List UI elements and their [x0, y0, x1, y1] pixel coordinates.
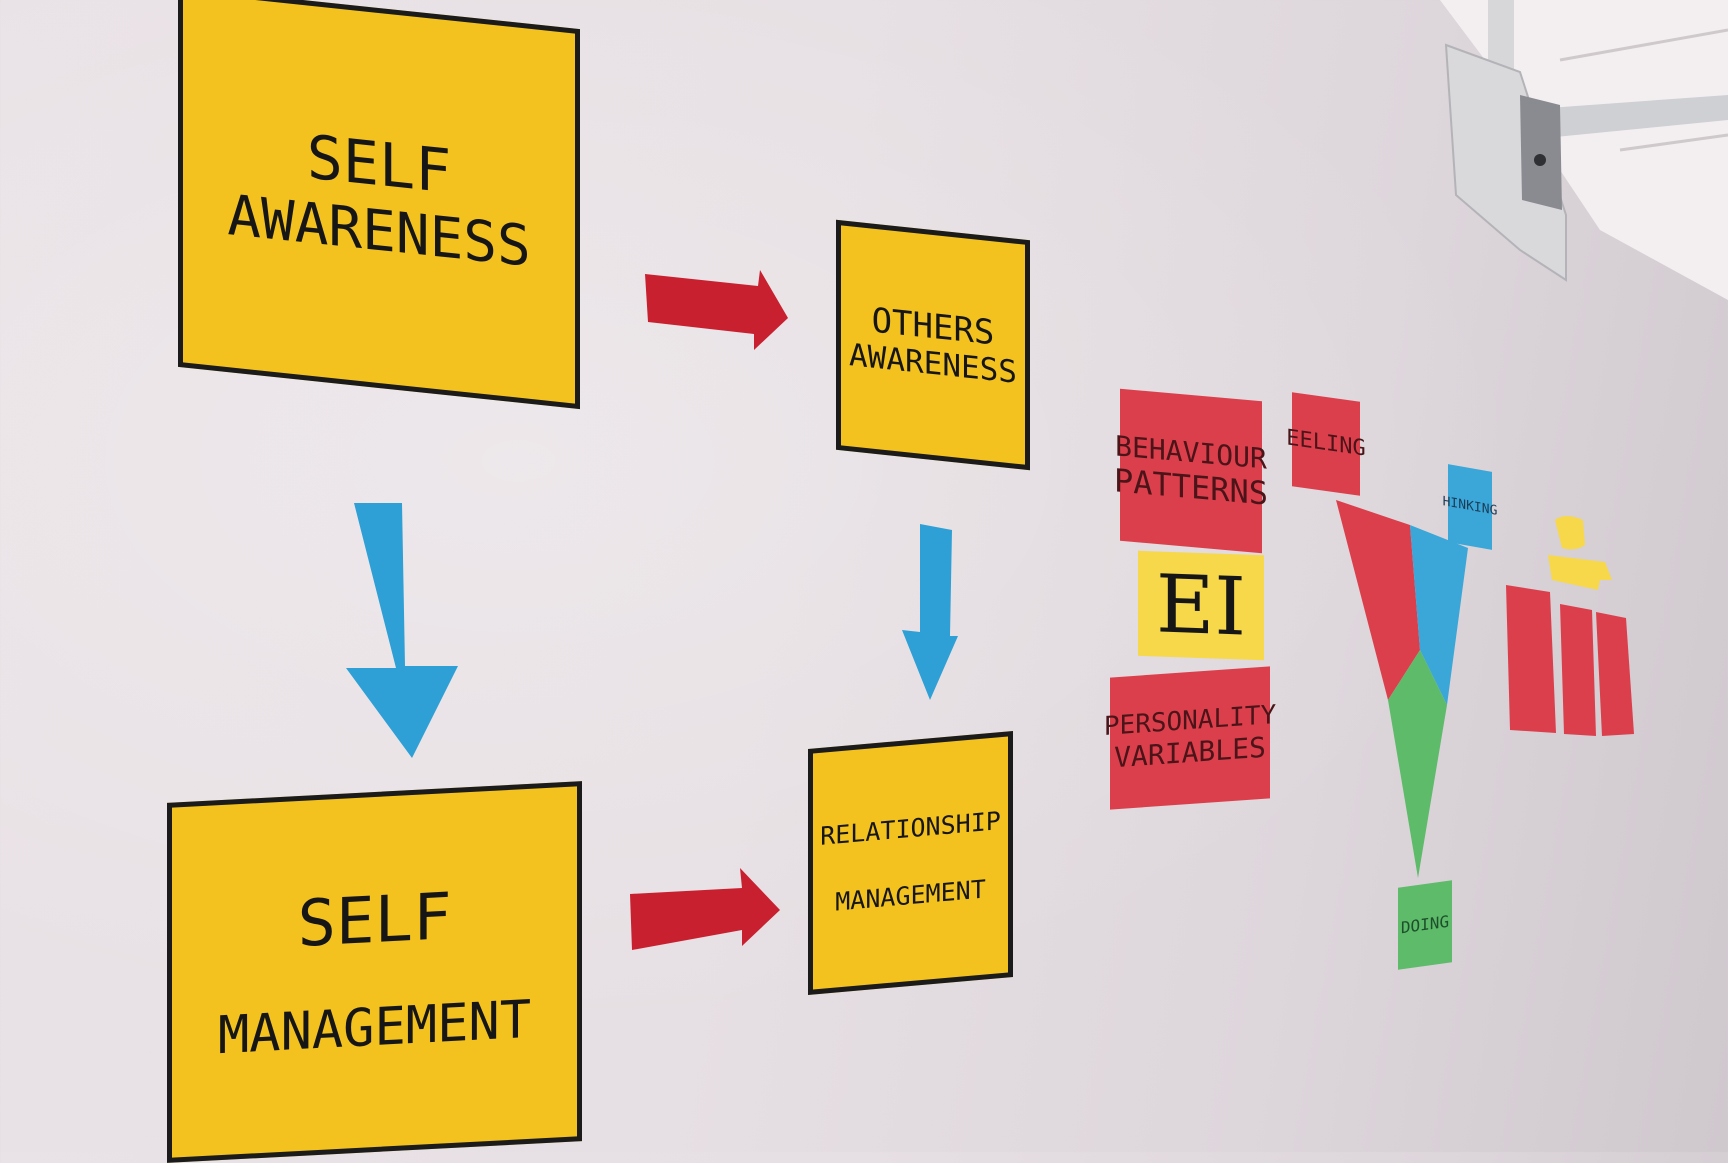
arrow-right-red: [630, 868, 780, 950]
projector-lens: [1534, 154, 1546, 166]
projector-bracket: [1444, 43, 1567, 282]
projector-body: [1520, 95, 1562, 210]
projector-pole: [1488, 0, 1514, 70]
triangle-segment-green: [1388, 650, 1447, 878]
others-awareness-card: OTHERS AWARENESS: [836, 219, 1030, 471]
card-line: MANAGEMENT: [835, 874, 986, 917]
arrow-down-blue: [902, 524, 958, 700]
feeling-label: EELING: [1286, 392, 1366, 496]
red-sheet: [1560, 604, 1596, 736]
card-line: DOING: [1400, 911, 1450, 938]
self-management-card: SELF MANAGEMENT: [167, 781, 582, 1163]
relationship-management-card: RELATIONSHIP MANAGEMENT: [808, 731, 1013, 995]
card-line: HINKING: [1442, 493, 1498, 519]
personality-variables-card: PERSONALITY VARIABLES: [1104, 666, 1276, 810]
ribbon-banner: [1548, 555, 1612, 590]
arrow-right-red: [645, 270, 788, 350]
red-sheet: [1596, 612, 1634, 736]
ceiling-tile-seam: [1559, 28, 1728, 62]
ceiling-tile-seam: [1619, 133, 1728, 152]
arrow-down-blue: [346, 503, 458, 758]
triangle-segment-blue: [1410, 525, 1468, 705]
card-line: AWARENESS: [227, 183, 531, 281]
ei-label: EI: [1156, 556, 1246, 654]
red-sheet: [1506, 585, 1556, 733]
card-line: EELING: [1286, 425, 1366, 462]
ribbon-badge: [1555, 516, 1585, 550]
doing-label: DOING: [1398, 880, 1452, 970]
behaviour-patterns-card: BEHAVIOUR PATTERNS: [1114, 388, 1268, 554]
ei-card: EI: [1138, 550, 1264, 661]
card-line: SELF: [297, 880, 452, 963]
card-line: MANAGEMENT: [217, 989, 532, 1067]
projector-arm: [1520, 95, 1728, 140]
self-awareness-card: SELF AWARENESS: [178, 0, 580, 410]
triangle-segment-red: [1336, 500, 1420, 700]
card-line: RELATIONSHIP: [820, 806, 1001, 852]
thinking-label: HINKING: [1443, 464, 1497, 550]
